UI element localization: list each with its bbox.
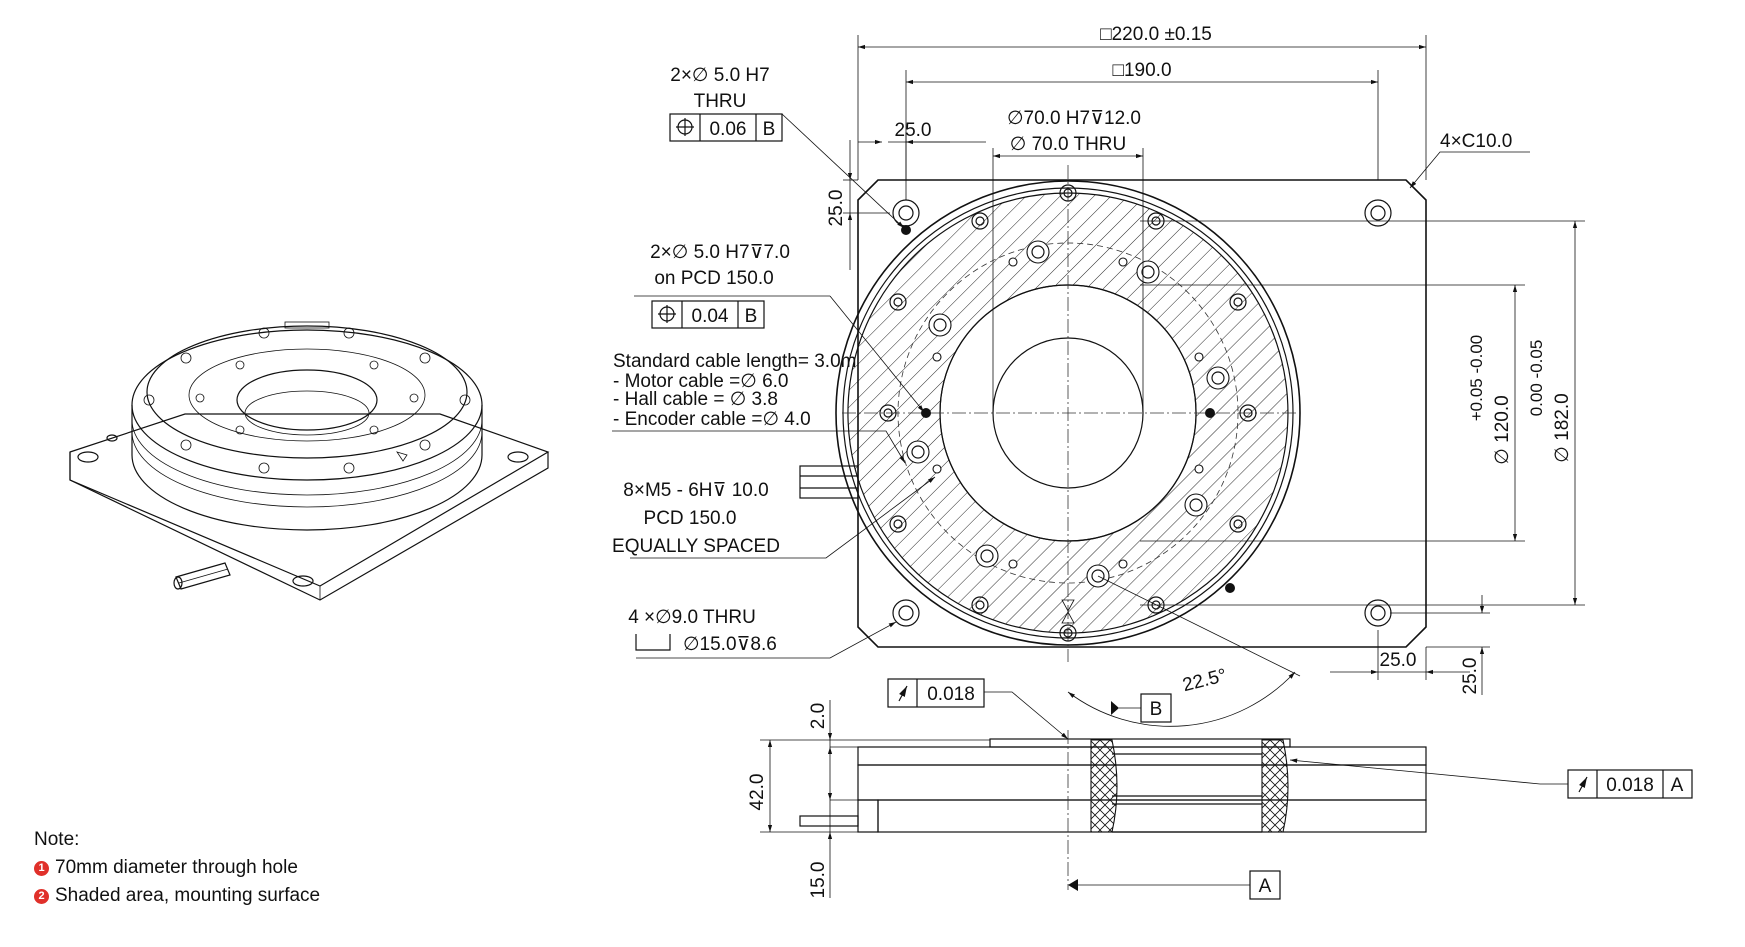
datum-a-label: A — [1259, 876, 1272, 897]
callout-cable-l3: - Hall cable = ∅ 3.8 — [613, 389, 778, 410]
notes-title: Note: — [34, 829, 80, 850]
notes-block: Note: 1 70mm diameter through hole 2 Sha… — [34, 826, 320, 910]
note-item-1: 1 70mm diameter through hole — [34, 854, 320, 882]
callout-pin-depth-l2: on PCD 150.0 — [654, 268, 773, 289]
dim-bore-depth: ∅70.0 H7⊽12.0 — [1007, 108, 1141, 129]
annulus-holes — [901, 225, 1235, 593]
isometric-view — [69, 321, 550, 601]
dim-edge-x-top: 25.0 — [895, 120, 932, 141]
callout-pin-depth-l1: 2×∅ 5.0 H7⊽7.0 — [650, 242, 790, 263]
callout-cable-l1: Standard cable length= 3.0m — [613, 351, 856, 372]
dim-dia-182: ∅ 182.0 — [1552, 393, 1573, 462]
callout-thru-l2: ∅15.0⊽8.6 — [683, 634, 777, 655]
dim-dia-182-label: ∅ 182.0 — [1552, 393, 1573, 462]
dim-edge-y-top: 25.0 — [826, 190, 847, 227]
dim-height-bottom: 15.0 — [808, 862, 829, 899]
callout-m5-l2: PCD 150.0 — [644, 508, 737, 529]
fcf-pin-thru: 0.06 B — [669, 113, 783, 142]
front-dimensions: □220.0 ±0.15 □190.0 ∅70.0 H7⊽12.0 ∅ 70.0… — [826, 24, 1585, 727]
callout-pin-thru-l1: 2×∅ 5.0 H7 — [670, 65, 769, 86]
callout-cable-l2: - Motor cable =∅ 6.0 — [613, 371, 789, 392]
dim-height-top: 2.0 — [808, 703, 829, 729]
callout-m5-l1: 8×M5 - 6H⊽ 10.0 — [623, 480, 768, 501]
front-view — [799, 165, 1427, 662]
callout-thru-l1: 4 ×∅9.0 THRU — [628, 607, 756, 628]
dim-square-outer: □220.0 ±0.15 — [1100, 24, 1212, 45]
left-callouts: 2×∅ 5.0 H7 THRU 0.06 B 2×∅ 5.0 H7⊽7.0 on… — [612, 65, 936, 659]
callout-m5-l3: EQUALLY SPACED — [612, 536, 780, 557]
fcf-pin-depth-tol: 0.04 — [692, 306, 729, 327]
dim-dia-120: ∅ 120.0 — [1492, 395, 1513, 464]
fcf-pin-thru-ref: B — [763, 119, 776, 140]
callout-pin-thru-l2: THRU — [694, 91, 747, 112]
dim-height-total: 42.0 — [747, 774, 768, 811]
fcf-pin-thru-tol: 0.06 — [710, 119, 747, 140]
fcf-runout-top-tol: 0.018 — [927, 684, 975, 705]
fcf-pin-depth-ref: B — [745, 306, 758, 327]
callout-cable-l4: - Encoder cable =∅ 4.0 — [613, 409, 811, 430]
datum-b-label: B — [1150, 699, 1163, 720]
dim-chamfer: 4×C10.0 — [1440, 131, 1512, 152]
dim-bore-thru: ∅ 70.0 THRU — [1010, 134, 1127, 155]
dim-edge-y-bottom: 25.0 — [1460, 658, 1481, 695]
fcf-pin-depth: 0.04 B — [651, 300, 765, 329]
note-item-2: 2 Shaded area, mounting surface — [34, 882, 320, 910]
cable-stub — [799, 465, 859, 499]
note-text-1: 70mm diameter through hole — [55, 857, 298, 878]
dim-edge-x-bottom: 25.0 — [1380, 650, 1417, 671]
fcf-runout-right-ref: A — [1671, 775, 1684, 796]
dim-dia-120-label: ∅ 120.0 — [1492, 395, 1513, 464]
note-bullet-1: 1 — [34, 860, 49, 876]
note-bullet-2: 2 — [34, 888, 49, 904]
fcf-runout-right: 0.018 A — [1567, 769, 1693, 799]
note-text-2: Shaded area, mounting surface — [55, 885, 321, 906]
outer-ring-holes — [879, 184, 1257, 642]
fcf-runout-top: 0.018 — [887, 678, 985, 708]
dim-angle: 22.5° — [1181, 665, 1229, 696]
side-section-view: 42.0 2.0 15.0 0.018 B A — [747, 678, 1693, 900]
dim-dia-182-tol: 0.00 -0.05 — [1527, 340, 1546, 417]
dim-square-inner: □190.0 — [1112, 60, 1171, 81]
fcf-runout-right-tol: 0.018 — [1606, 775, 1654, 796]
dim-dia-120-tol: +0.05 -0.00 — [1467, 335, 1486, 422]
